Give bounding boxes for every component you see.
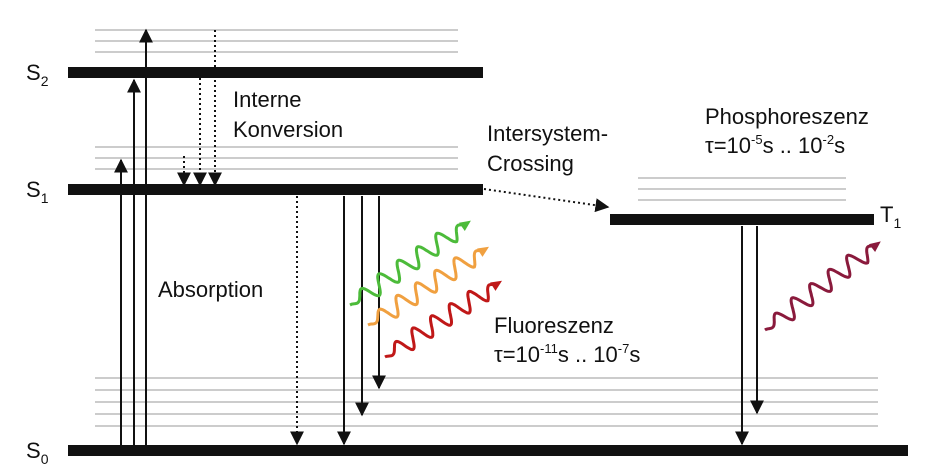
state-label-s1: S1 — [26, 177, 49, 206]
fluorescence-arrows — [337, 196, 386, 446]
phosphorescence-lifetime: τ=10-5s .. 10-2s — [705, 132, 845, 158]
state-label-s2: S2 — [26, 60, 49, 89]
phosphorescence-label: Phosphoreszenz — [705, 104, 869, 129]
intersystem-crossing-label-line2: Crossing — [487, 151, 574, 176]
fluorescence-photon-red — [384, 282, 498, 359]
intersystem-crossing-label-line1: Intersystem- — [487, 121, 608, 146]
phosphorescence-photon — [764, 243, 877, 332]
state-label-s0: S0 — [26, 438, 49, 467]
intersystem-crossing-arrow — [483, 188, 610, 213]
t1-level — [610, 214, 874, 225]
s2-level — [68, 67, 483, 78]
s1-level — [68, 184, 483, 195]
fluorescence-photon-orange-arrowhead — [477, 246, 489, 257]
fluorescence-lifetime: τ=10-11s .. 10-7s — [494, 341, 640, 367]
fluorescence-photon-green — [349, 222, 467, 307]
fluorescence-photon-orange — [367, 248, 485, 327]
fluorescence-label: Fluoreszenz — [494, 313, 614, 338]
phosphorescence-arrows — [735, 226, 764, 446]
phosphorescence-photon-arrowhead — [869, 241, 881, 252]
internal-conversion-arrows — [177, 30, 304, 446]
vibrational-levels — [95, 29, 878, 427]
internal-conversion-label-line2: Konversion — [233, 117, 343, 142]
fluorescence-photon-green-arrowhead — [459, 220, 471, 231]
fluorescence-photon-red-arrowhead — [490, 280, 502, 291]
electronic-levels — [68, 67, 908, 456]
s0-level — [68, 445, 908, 456]
internal-conversion-label-line1: Interne — [233, 87, 302, 112]
absorption-arrows — [114, 28, 153, 446]
state-label-t1: T1 — [880, 202, 901, 231]
absorption-label: Absorption — [158, 277, 263, 302]
